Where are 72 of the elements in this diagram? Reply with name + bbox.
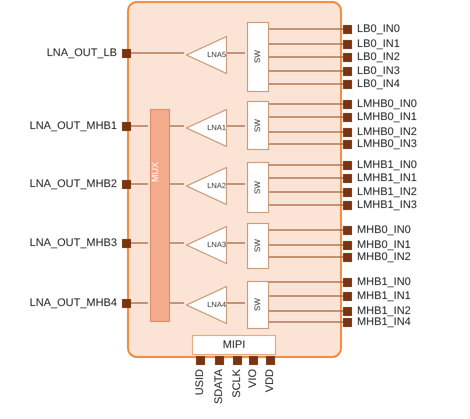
signal-line: [267, 281, 343, 283]
signal-line: [267, 295, 343, 297]
signal-line: [267, 43, 343, 45]
pin-label: MHB0_IN0: [357, 224, 411, 236]
pin-label: LB0_IN4: [357, 78, 400, 90]
pin-label: LB0_IN2: [357, 52, 400, 62]
signal-line: [267, 131, 343, 133]
pin-label: LNA_OUT_LB: [46, 48, 117, 58]
pin-label: LNA_OUT_MHB2: [30, 178, 117, 190]
signal-line: [225, 125, 245, 127]
signal-line: [267, 83, 343, 85]
pin-label: LNA_OUT_MHB4: [30, 298, 117, 308]
signal-line: [267, 244, 343, 246]
signal-line: [267, 56, 343, 58]
switch-box: SW: [247, 162, 269, 213]
pin-label: USID: [194, 369, 206, 396]
pin-label: LMHB1_IN1: [357, 172, 417, 184]
signal-line: [267, 229, 343, 231]
pin-label: MHB0_IN1: [357, 240, 411, 250]
pin-label: VIO: [247, 369, 259, 388]
signal-line: [131, 302, 148, 304]
pin-label: MHB1_IN0: [357, 276, 411, 288]
signal-line: [131, 52, 184, 54]
switch-box: SW: [247, 223, 269, 269]
pin-label: VDD: [264, 369, 276, 392]
pin-label: SDATA: [213, 369, 225, 404]
pin-label: LMHB0_IN1: [357, 112, 417, 122]
signal-line: [225, 52, 245, 54]
pin-label: SCLK: [231, 369, 243, 398]
signal-line: [267, 321, 343, 323]
pin-label: LB0_IN3: [357, 66, 400, 76]
pin-label: MHB1_IN1: [357, 290, 411, 302]
pin-label: LNA_OUT_MHB1: [30, 120, 117, 132]
signal-line: [267, 310, 343, 312]
signal-line: [267, 116, 343, 118]
signal-line: [225, 183, 245, 185]
signal-line: [131, 125, 148, 127]
pin-label: MHB0_IN2: [357, 252, 411, 262]
pin-label: MHB1_IN4: [357, 316, 411, 328]
pin-label: LB0_IN0: [357, 24, 400, 34]
signal-line: [267, 70, 343, 72]
pin-label: LB0_IN1: [357, 38, 400, 50]
switch-box: SW: [247, 101, 269, 150]
signal-line: [267, 177, 343, 179]
signal-line: [267, 28, 343, 30]
signal-line: [267, 103, 343, 105]
signal-line: [168, 302, 184, 304]
signal-line: [267, 191, 343, 193]
chip-outline: [127, 1, 342, 358]
switch-box: SW: [247, 281, 269, 329]
signal-line: [131, 242, 148, 244]
signal-line: [267, 204, 343, 206]
pin-label: LMHB1_IN0: [357, 160, 417, 170]
signal-line: [168, 125, 184, 127]
signal-line: [267, 164, 343, 166]
signal-line: [225, 242, 245, 244]
signal-line: [168, 183, 184, 185]
pin-label: LMHB1_IN2: [357, 186, 417, 198]
pin-label: LNA_OUT_MHB3: [30, 238, 117, 248]
signal-line: [267, 143, 343, 145]
pin-label: LMHB0_IN3: [357, 138, 417, 150]
switch-box: SW: [247, 22, 269, 92]
pin-label: LMHB0_IN0: [357, 98, 417, 110]
signal-line: [131, 183, 148, 185]
signal-line: [267, 256, 343, 258]
pin-label: LMHB0_IN2: [357, 126, 417, 138]
signal-line: [168, 242, 184, 244]
pin-label: LMHB1_IN3: [357, 200, 417, 210]
multiplexer-bar: MUX: [150, 109, 170, 322]
pin-label: MHB1_IN2: [357, 306, 411, 316]
interface-box: MIPI: [192, 335, 276, 355]
signal-line: [225, 302, 245, 304]
